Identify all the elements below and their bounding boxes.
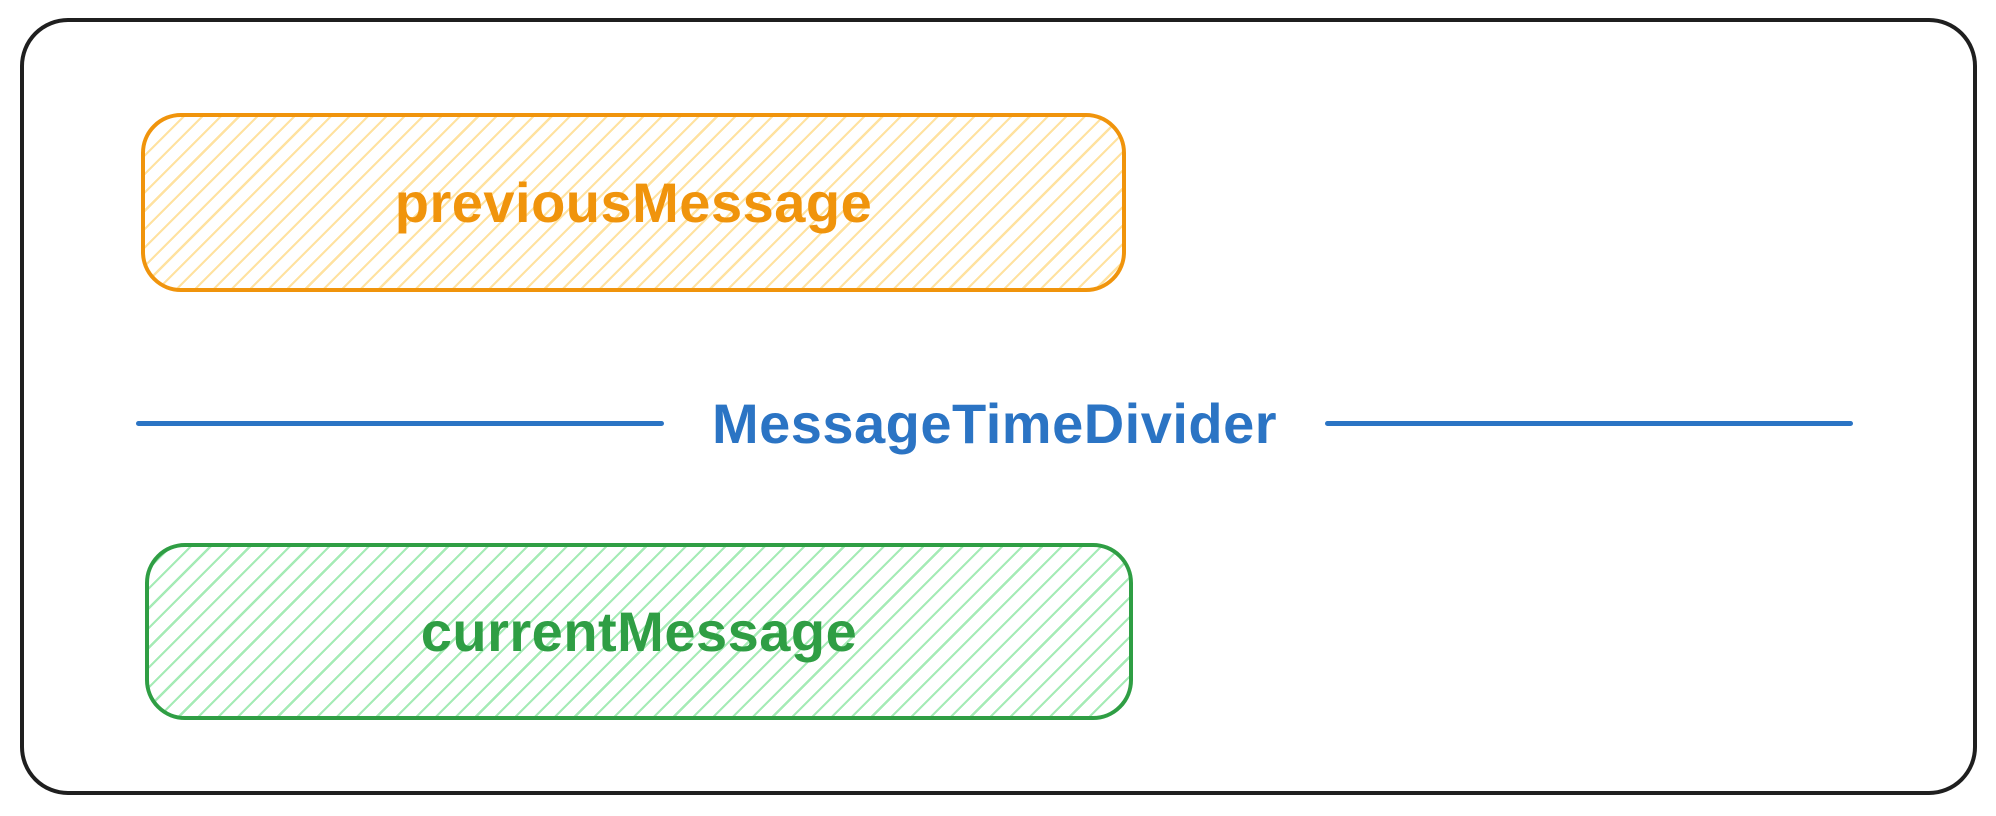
- previous-message-label: previousMessage: [394, 171, 873, 234]
- previous-message-node: previousMessage: [141, 113, 1126, 292]
- current-message-node: currentMessage: [145, 543, 1133, 720]
- message-time-divider-label: MessageTimeDivider: [711, 391, 1278, 455]
- diagram-frame: previousMessage MessageTimeDivider curre…: [20, 18, 1977, 795]
- current-message-label: currentMessage: [420, 600, 858, 663]
- divider-line-left: [136, 420, 664, 426]
- message-time-divider: MessageTimeDivider: [136, 391, 1853, 455]
- divider-line-right: [1325, 420, 1853, 426]
